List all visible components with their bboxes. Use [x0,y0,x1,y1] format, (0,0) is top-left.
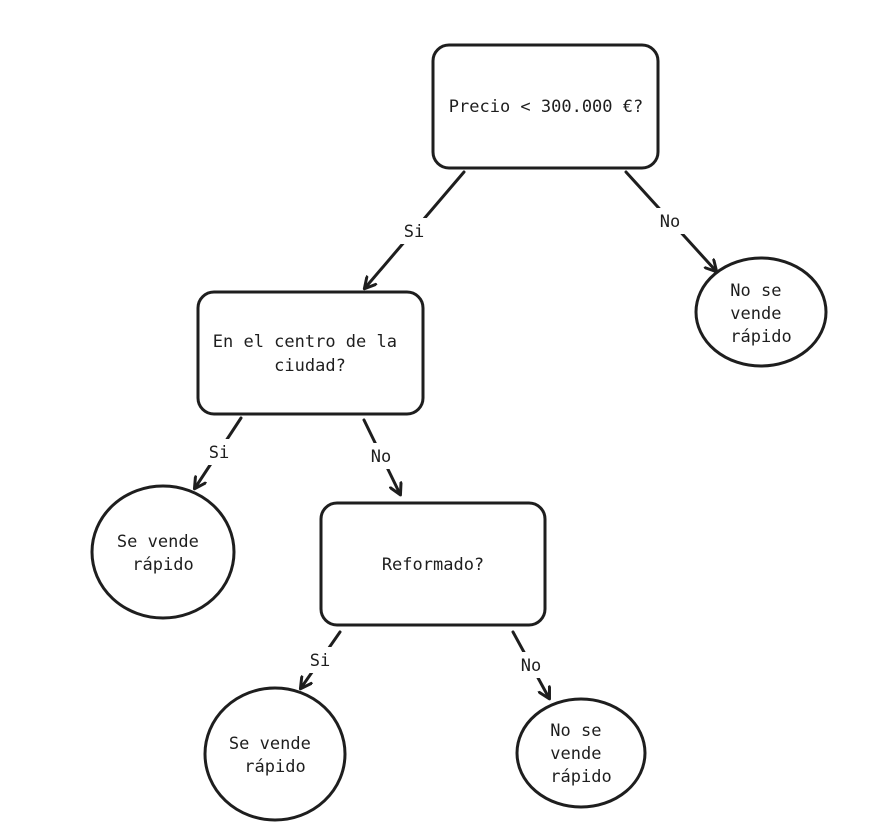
edge-center-no: No [362,418,400,494]
svg-text:No se vende rápido: No se vende rápido [730,281,791,347]
edge-label-center-no: No [371,447,391,467]
leaf-text-ref-no-line3: rápido [550,767,611,787]
decision-node-precio: Precio < 300.000 €? [431,43,660,170]
edge-label-ref-si: Si [310,651,330,671]
svg-text:Se vende rápido: Se vende rápido [229,734,321,777]
leaf-text-root-no-line3: rápido [730,327,791,347]
node-text-centro-line2: ciudad? [274,356,346,376]
leaf-node-ref-no: No se vende rápido [515,697,647,809]
node-text-reformado: Reformado? [382,555,484,575]
leaf-node-ref-si: Se vende rápido [203,686,347,822]
svg-text:Se vende rápido: Se vende rápido [117,532,209,575]
decision-node-reformado: Reformado? [319,501,547,627]
node-text-precio: Precio < 300.000 €? [449,97,643,117]
edge-root-no: No [624,170,716,271]
leaf-node-center-si: Se vende rápido [90,484,236,620]
svg-text:No se vende rápido: No se vende rápido [550,721,611,787]
leaf-text-ref-si-line2: rápido [244,757,305,777]
leaf-text-root-no-line2: vende [730,304,781,324]
leaf-text-center-si-line2: rápido [132,555,193,575]
leaf-text-ref-no-line1: No se [550,721,601,741]
leaf-node-root-no: No se vende rápido [694,256,828,368]
leaf-text-root-no-line1: No se [730,281,781,301]
edge-ref-no: No [511,630,549,698]
leaf-text-center-si-line1: Se vende [117,532,199,552]
svg-text:En el centro de la ciuda: En el centro de la ciudad? [213,332,407,376]
leaf-text-ref-no-line2: vende [550,744,601,764]
edge-label-center-si: Si [209,443,229,463]
svg-text:Precio < 300.000 €?: Precio < 300.000 €? [449,97,643,117]
edge-label-ref-no: No [521,656,541,676]
edge-label-root-no: No [660,212,680,232]
decision-node-centro: En el centro de la ciudad? [196,290,425,416]
leaf-text-ref-si-line1: Se vende [229,734,311,754]
edge-ref-si: Si [301,630,342,688]
node-text-centro-line1: En el centro de la [213,332,397,352]
edge-center-si: Si [195,416,243,488]
svg-text:Reformado?: Reformado? [382,555,484,575]
edge-label-root-si: Si [404,222,424,242]
edge-root-si: Si [365,170,466,288]
